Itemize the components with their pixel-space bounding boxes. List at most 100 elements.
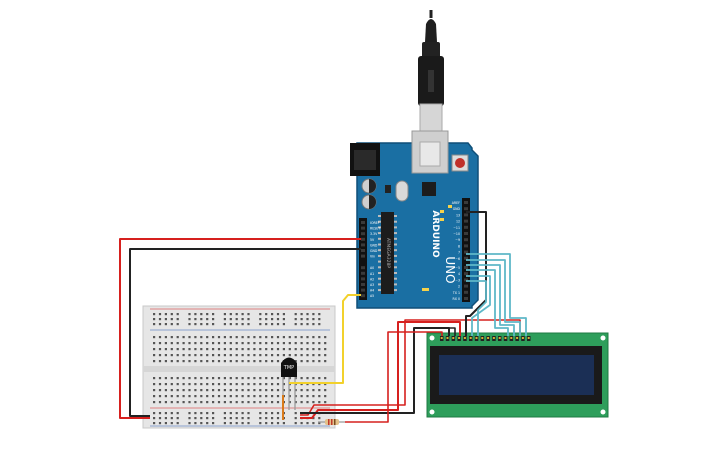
breadboard-hole[interactable] — [229, 336, 232, 339]
breadboard-hole[interactable] — [276, 377, 280, 380]
breadboard-hole[interactable] — [194, 336, 197, 339]
breadboard-hole[interactable] — [206, 422, 209, 425]
breadboard-hole[interactable] — [241, 313, 244, 316]
breadboard-hole[interactable] — [312, 417, 315, 420]
breadboard-hole[interactable] — [223, 354, 226, 357]
breadboard-hole[interactable] — [306, 348, 309, 351]
breadboard-hole[interactable] — [288, 348, 291, 351]
breadboard-hole[interactable] — [265, 401, 268, 404]
breadboard-hole[interactable] — [223, 389, 226, 392]
breadboard-hole[interactable] — [282, 354, 285, 357]
breadboard-hole[interactable] — [153, 383, 156, 386]
breadboard-hole[interactable] — [312, 323, 315, 326]
breadboard-hole[interactable] — [194, 412, 197, 415]
breadboard-hole[interactable] — [247, 348, 250, 351]
breadboard-hole[interactable] — [300, 377, 303, 380]
breadboard-hole[interactable] — [271, 383, 274, 386]
breadboard-hole[interactable] — [164, 342, 167, 345]
breadboard-hole[interactable] — [153, 354, 156, 357]
breadboard-hole[interactable] — [294, 377, 297, 380]
breadboard-hole[interactable] — [247, 389, 250, 392]
breadboard-hole[interactable] — [170, 360, 173, 363]
breadboard-hole[interactable] — [288, 401, 291, 404]
breadboard-hole[interactable] — [312, 318, 315, 321]
breadboard-hole[interactable] — [200, 354, 203, 357]
breadboard-hole[interactable] — [158, 422, 162, 425]
breadboard-hole[interactable] — [200, 360, 203, 363]
breadboard-hole[interactable] — [206, 389, 209, 392]
breadboard-hole[interactable] — [153, 417, 156, 420]
breadboard-hole[interactable] — [253, 342, 256, 345]
breadboard-hole[interactable] — [259, 377, 262, 380]
breadboard-hole[interactable] — [253, 377, 256, 380]
breadboard-hole[interactable] — [271, 377, 274, 380]
breadboard-hole[interactable] — [324, 383, 327, 386]
breadboard-hole[interactable] — [158, 348, 162, 351]
breadboard-hole[interactable] — [206, 383, 209, 386]
breadboard-hole[interactable] — [212, 377, 215, 380]
breadboard-hole[interactable] — [176, 389, 179, 392]
breadboard-hole[interactable] — [300, 401, 303, 404]
breadboard-hole[interactable] — [282, 383, 285, 386]
breadboard-hole[interactable] — [217, 383, 221, 386]
breadboard-hole[interactable] — [235, 360, 238, 363]
breadboard-hole[interactable] — [235, 422, 238, 425]
breadboard-hole[interactable] — [259, 348, 262, 351]
breadboard-hole[interactable] — [271, 318, 274, 321]
breadboard-hole[interactable] — [164, 348, 167, 351]
breadboard-hole[interactable] — [170, 401, 173, 404]
breadboard-hole[interactable] — [176, 348, 179, 351]
breadboard-hole[interactable] — [182, 360, 185, 363]
breadboard-hole[interactable] — [170, 354, 173, 357]
breadboard-hole[interactable] — [300, 323, 303, 326]
breadboard-hole[interactable] — [200, 389, 203, 392]
breadboard-hole[interactable] — [153, 313, 156, 316]
breadboard-hole[interactable] — [170, 323, 173, 326]
breadboard-hole[interactable] — [318, 401, 321, 404]
breadboard-hole[interactable] — [182, 395, 185, 398]
wire-rs-cyan[interactable] — [466, 275, 491, 336]
breadboard-hole[interactable] — [164, 417, 167, 420]
breadboard-hole[interactable] — [235, 336, 238, 339]
usb-cable[interactable] — [418, 10, 444, 135]
breadboard-hole[interactable] — [217, 360, 221, 363]
breadboard-hole[interactable] — [253, 336, 256, 339]
breadboard-hole[interactable] — [223, 348, 226, 351]
breadboard-hole[interactable] — [229, 417, 232, 420]
breadboard-hole[interactable] — [188, 336, 191, 339]
breadboard-hole[interactable] — [253, 395, 256, 398]
breadboard-hole[interactable] — [200, 313, 203, 316]
breadboard-hole[interactable] — [229, 348, 232, 351]
breadboard-hole[interactable] — [235, 313, 238, 316]
breadboard-hole[interactable] — [265, 412, 268, 415]
breadboard-hole[interactable] — [276, 389, 280, 392]
breadboard-hole[interactable] — [212, 348, 215, 351]
breadboard-hole[interactable] — [200, 412, 203, 415]
breadboard-hole[interactable] — [235, 395, 238, 398]
breadboard-hole[interactable] — [158, 401, 162, 404]
breadboard-hole[interactable] — [265, 336, 268, 339]
breadboard-hole[interactable] — [300, 313, 303, 316]
header-pin[interactable] — [361, 226, 365, 230]
breadboard-hole[interactable] — [294, 342, 297, 345]
breadboard-hole[interactable] — [158, 360, 162, 363]
breadboard-hole[interactable] — [235, 417, 238, 420]
breadboard-hole[interactable] — [253, 348, 256, 351]
breadboard-hole[interactable] — [170, 395, 173, 398]
breadboard-hole[interactable] — [170, 377, 173, 380]
lcd-16x2-display[interactable] — [426, 332, 609, 418]
breadboard-hole[interactable] — [241, 422, 244, 425]
breadboard-hole[interactable] — [229, 395, 232, 398]
breadboard-hole[interactable] — [259, 383, 262, 386]
header-pin[interactable] — [464, 207, 468, 211]
breadboard-hole[interactable] — [318, 377, 321, 380]
breadboard-hole[interactable] — [276, 313, 280, 316]
breadboard-hole[interactable] — [212, 313, 215, 316]
breadboard-hole[interactable] — [182, 401, 185, 404]
breadboard-hole[interactable] — [294, 383, 297, 386]
breadboard-hole[interactable] — [294, 323, 297, 326]
breadboard-hole[interactable] — [188, 422, 191, 425]
breadboard-hole[interactable] — [282, 318, 285, 321]
breadboard-hole[interactable] — [300, 395, 303, 398]
breadboard-hole[interactable] — [259, 412, 262, 415]
